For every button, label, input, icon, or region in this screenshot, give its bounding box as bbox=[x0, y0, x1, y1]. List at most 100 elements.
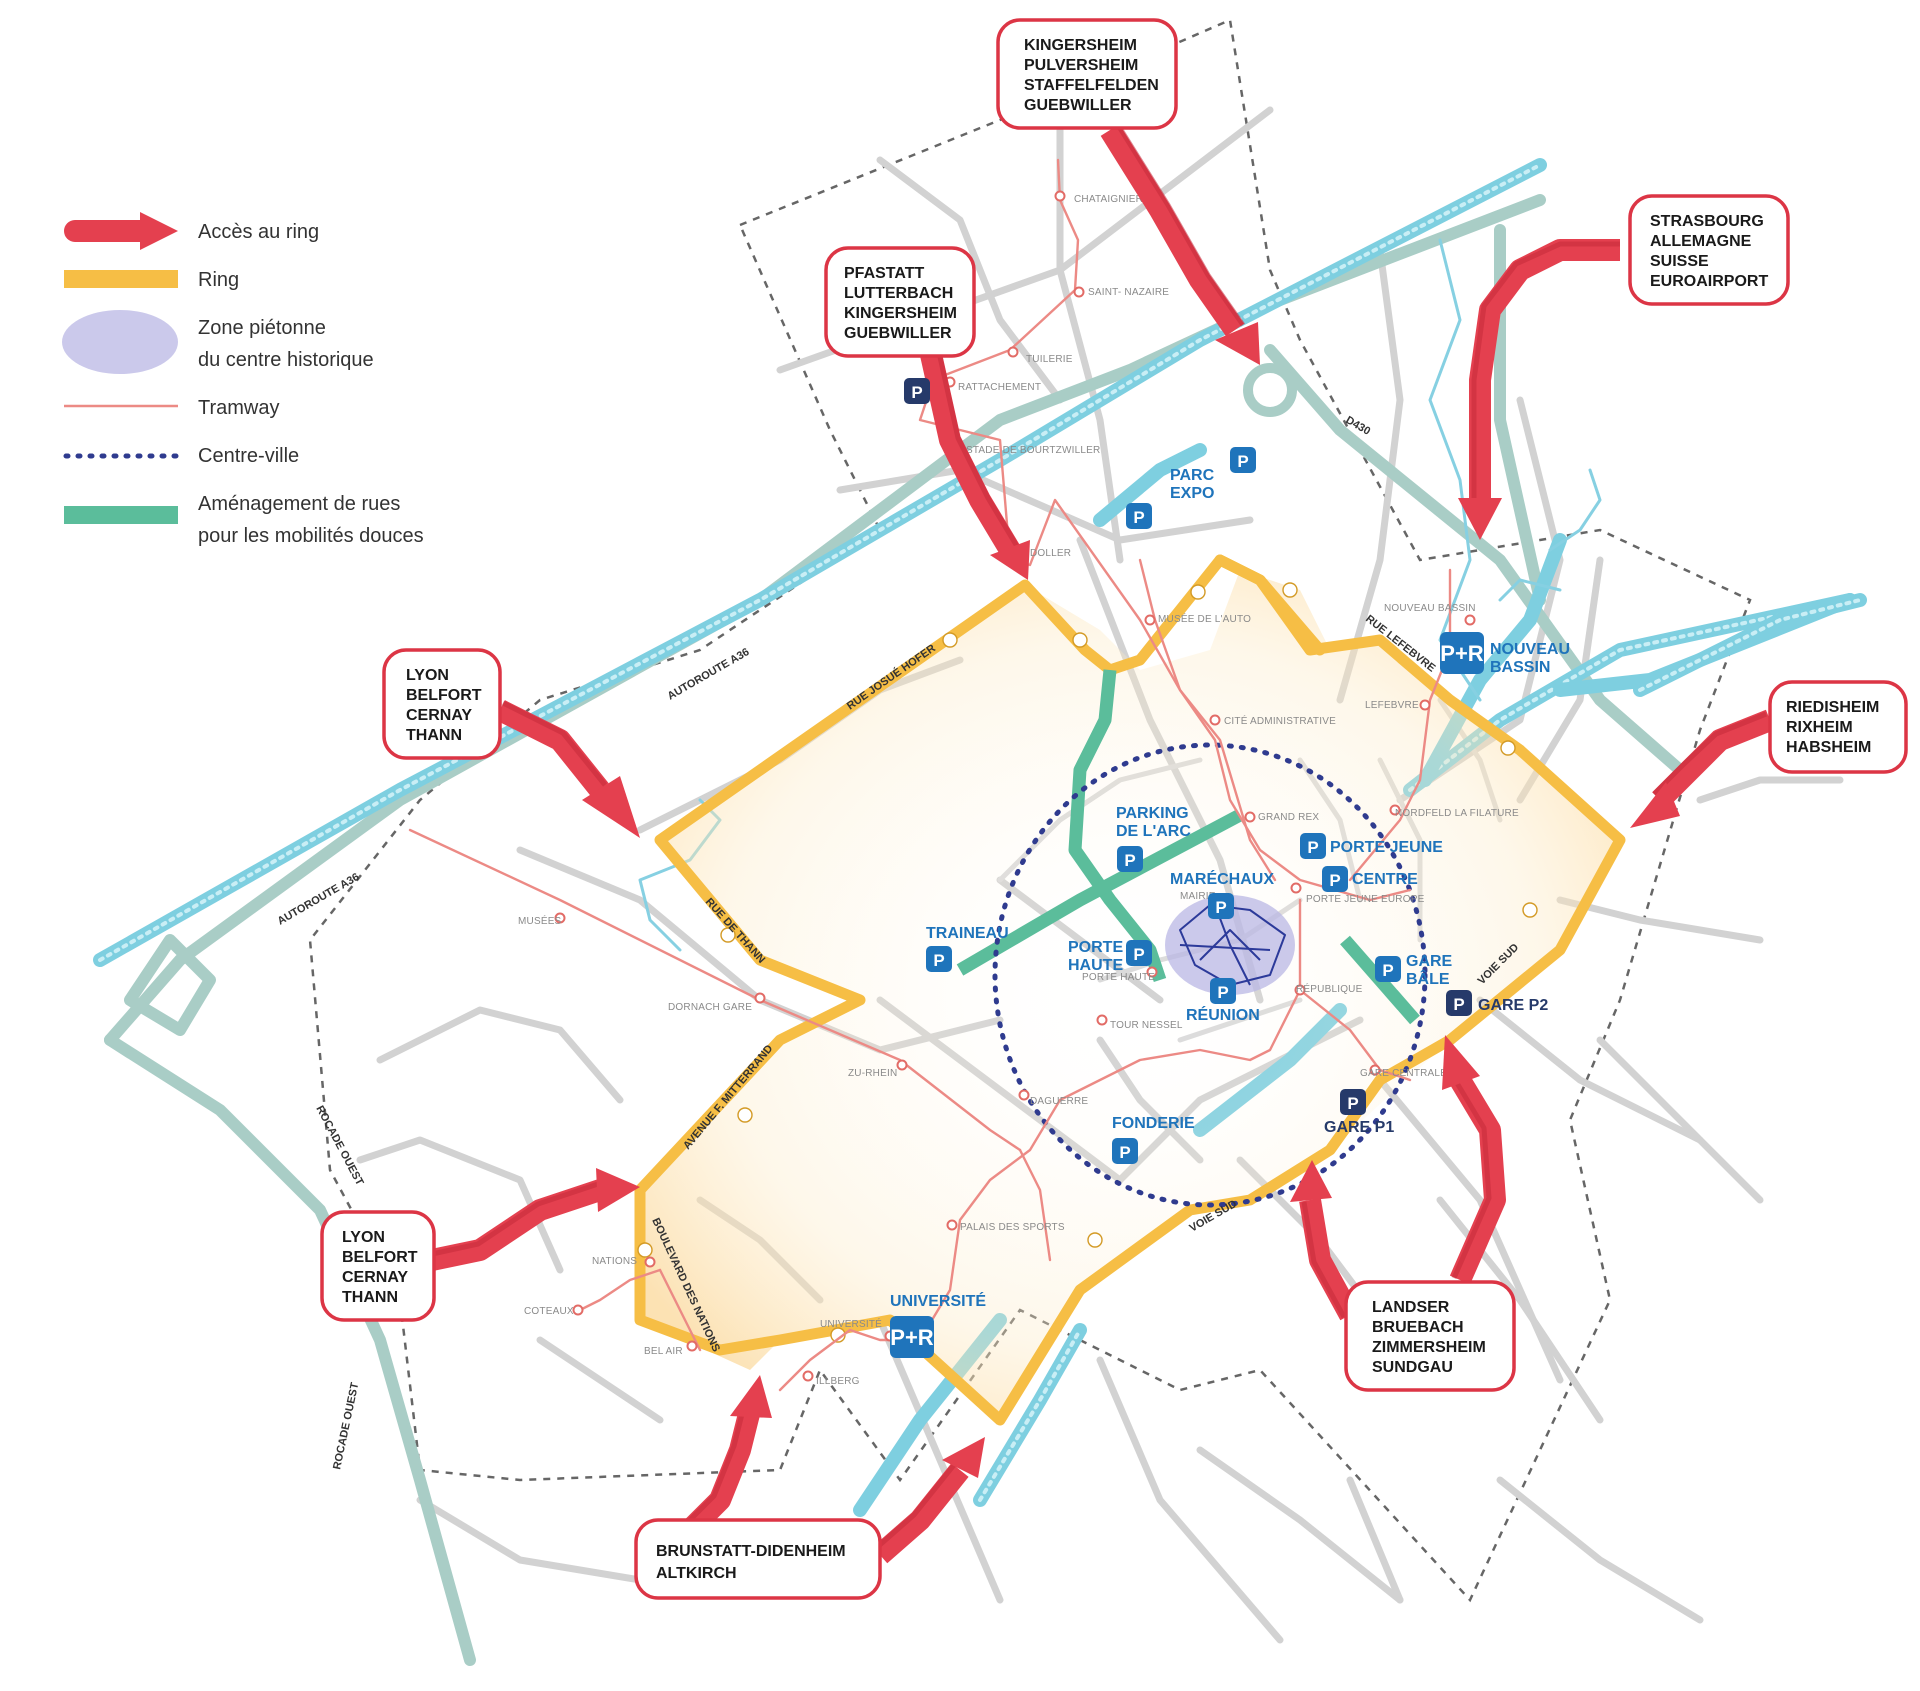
destination-box-west-upper: LYON BELFORT CERNAY THANN bbox=[382, 648, 502, 760]
svg-text:P: P bbox=[933, 951, 944, 970]
ring-direction-marker bbox=[1282, 582, 1298, 598]
tram-stop bbox=[1294, 984, 1306, 996]
parking-label: GARE P2 bbox=[1478, 997, 1548, 1014]
svg-text:P: P bbox=[1124, 851, 1135, 870]
tram-stop-label: UNIVERSITÉ bbox=[820, 1317, 882, 1330]
tram-stop-label: PORTE HAUTE bbox=[1082, 972, 1155, 983]
parking-label: PARKING bbox=[1116, 805, 1189, 822]
parking-label: RÉUNION bbox=[1186, 1005, 1260, 1024]
parking-porte-jeune[interactable]: P PORTE JEUNE bbox=[1300, 833, 1443, 859]
tram-stop bbox=[1007, 346, 1019, 358]
tram-stop bbox=[1144, 614, 1156, 626]
street-label-a36-north: AUTOROUTE A36 bbox=[666, 646, 752, 703]
parking-porte-haute[interactable]: PORTE HAUTE P bbox=[1068, 939, 1152, 974]
tram-stop-label: CITÉ ADMINISTRATIVE bbox=[1224, 714, 1336, 727]
tram-stop-label: MUSÉES bbox=[518, 914, 562, 927]
svg-text:KINGERSHEIM: KINGERSHEIM bbox=[1024, 37, 1137, 54]
parking-fonderie[interactable]: FONDERIE P bbox=[1112, 1115, 1195, 1164]
svg-text:BRUEBACH: BRUEBACH bbox=[1372, 1319, 1464, 1336]
svg-text:P: P bbox=[1453, 995, 1464, 1014]
access-arrow-west-lower bbox=[429, 1168, 640, 1271]
tram-stop bbox=[1419, 699, 1431, 711]
parking-reunion[interactable]: P RÉUNION bbox=[1186, 978, 1260, 1024]
svg-text:BELFORT: BELFORT bbox=[342, 1249, 418, 1266]
tram-stop-label: NATIONS bbox=[592, 1256, 637, 1267]
tram-stop-label: STADE DE BOURTZWILLER bbox=[966, 445, 1100, 456]
parking-gare-bale[interactable]: P GARE BÂLE bbox=[1375, 953, 1453, 988]
svg-text:P+R: P+R bbox=[1440, 641, 1484, 666]
parking-gare-p2[interactable]: P GARE P2 bbox=[1446, 990, 1548, 1016]
parking-universite[interactable]: UNIVERSITÉ P+R bbox=[890, 1291, 986, 1358]
svg-text:P+R: P+R bbox=[890, 1325, 934, 1350]
access-arrow-east bbox=[1630, 709, 1775, 828]
parking-label: PORTE JEUNE bbox=[1330, 839, 1443, 856]
parking-label: CENTRE bbox=[1352, 871, 1418, 888]
tram-stop bbox=[1096, 1014, 1108, 1026]
svg-text:STAFFELFELDEN: STAFFELFELDEN bbox=[1024, 77, 1159, 94]
tram-stop-label: RATTACHEMENT bbox=[958, 382, 1041, 393]
tram-stop-label: GRAND REX bbox=[1258, 812, 1319, 823]
svg-text:SUISSE: SUISSE bbox=[1650, 253, 1709, 270]
parking-label: GARE P1 bbox=[1324, 1119, 1394, 1136]
svg-text:CERNAY: CERNAY bbox=[342, 1269, 408, 1286]
svg-text:ZIMMERSHEIM: ZIMMERSHEIM bbox=[1372, 1339, 1486, 1356]
ring-direction-marker bbox=[1522, 902, 1538, 918]
parking-label: FONDERIE bbox=[1112, 1115, 1195, 1132]
tram-stop-label: LEFEBVRE bbox=[1365, 700, 1419, 711]
svg-text:P: P bbox=[1329, 871, 1340, 890]
tram-stop-label: CHATAIGNIERS bbox=[1074, 194, 1150, 205]
access-arrow-northwest bbox=[919, 347, 1030, 580]
parking-marechaux[interactable]: MARÉCHAUX P bbox=[1170, 869, 1274, 919]
tram-stop bbox=[572, 1304, 584, 1316]
access-arrow-south-2 bbox=[872, 1437, 985, 1564]
tram-stop bbox=[1146, 966, 1158, 978]
svg-text:THANN: THANN bbox=[342, 1289, 398, 1306]
tram-stop bbox=[1464, 614, 1476, 626]
parking-label: TRAINEAU bbox=[926, 925, 1009, 942]
legend: Accès au ring Ring Zone piétonne du cent… bbox=[62, 212, 424, 547]
parking-label: PARC bbox=[1170, 467, 1215, 484]
street-label-rocade-ouest-1: ROCADE OUEST bbox=[313, 1104, 365, 1188]
tram-stop-label: MAIRIE bbox=[1180, 891, 1216, 902]
parking-label: UNIVERSITÉ bbox=[890, 1291, 986, 1310]
ring-direction-marker bbox=[1072, 632, 1088, 648]
svg-text:EUROAIRPORT: EUROAIRPORT bbox=[1650, 273, 1768, 290]
access-arrow-southeast-2 bbox=[1442, 1035, 1506, 1285]
svg-text:RIEDISHEIM: RIEDISHEIM bbox=[1786, 699, 1879, 716]
parking-traineau[interactable]: TRAINEAU P bbox=[926, 925, 1009, 972]
legend-ring-label: Ring bbox=[198, 269, 239, 291]
parking-label: HAUTE bbox=[1068, 957, 1123, 974]
parking-parc-expo[interactable]: P P PARC EXPO bbox=[1126, 447, 1256, 529]
ring-direction-marker bbox=[942, 632, 958, 648]
access-arrow-north bbox=[1100, 123, 1260, 365]
parking-label: BÂLE bbox=[1406, 969, 1450, 988]
parking-gare-p1[interactable]: P GARE P1 bbox=[1324, 1089, 1394, 1136]
svg-text:BRUNSTATT-DIDENHEIM: BRUNSTATT-DIDENHEIM bbox=[656, 1543, 846, 1560]
svg-text:GUEBWILLER: GUEBWILLER bbox=[1024, 97, 1132, 114]
tram-stop bbox=[1054, 190, 1066, 202]
svg-text:PFASTATT: PFASTATT bbox=[844, 265, 925, 282]
tram-stop-label: ZU-RHEIN bbox=[848, 1068, 897, 1079]
tram-stop-label: BEL AIR bbox=[644, 1346, 683, 1357]
legend-tram-label: Tramway bbox=[198, 397, 279, 419]
legend-green-label-2: pour les mobilités douces bbox=[198, 525, 424, 547]
parking-icon-rattachement[interactable]: P bbox=[904, 378, 930, 404]
destination-box-west-lower: LYON BELFORT CERNAY THANN bbox=[320, 1210, 436, 1322]
legend-ring-icon bbox=[64, 270, 178, 288]
legend-green-label-1: Aménagement de rues bbox=[198, 493, 400, 515]
tram-stop-label: DOLLER bbox=[1030, 548, 1071, 559]
svg-text:RIXHEIM: RIXHEIM bbox=[1786, 719, 1853, 736]
svg-text:P: P bbox=[911, 383, 922, 402]
parking-de-l-arc[interactable]: PARKING DE L'ARC P bbox=[1116, 805, 1191, 872]
parking-centre[interactable]: P CENTRE bbox=[1322, 866, 1418, 892]
tram-stop-label: TUILERIE bbox=[1026, 354, 1073, 365]
tram-stop-label: MUSÉE DE L'AUTO bbox=[1158, 612, 1251, 625]
svg-text:CERNAY: CERNAY bbox=[406, 707, 472, 724]
svg-text:LYON: LYON bbox=[342, 1229, 385, 1246]
parking-nouveau-bassin[interactable]: P+R NOUVEAU BASSIN bbox=[1440, 632, 1570, 676]
ring-direction-marker bbox=[1500, 740, 1516, 756]
svg-text:P: P bbox=[1347, 1094, 1358, 1113]
svg-text:P: P bbox=[1133, 508, 1144, 527]
svg-text:P: P bbox=[1307, 838, 1318, 857]
parking-label: NOUVEAU bbox=[1490, 641, 1570, 658]
